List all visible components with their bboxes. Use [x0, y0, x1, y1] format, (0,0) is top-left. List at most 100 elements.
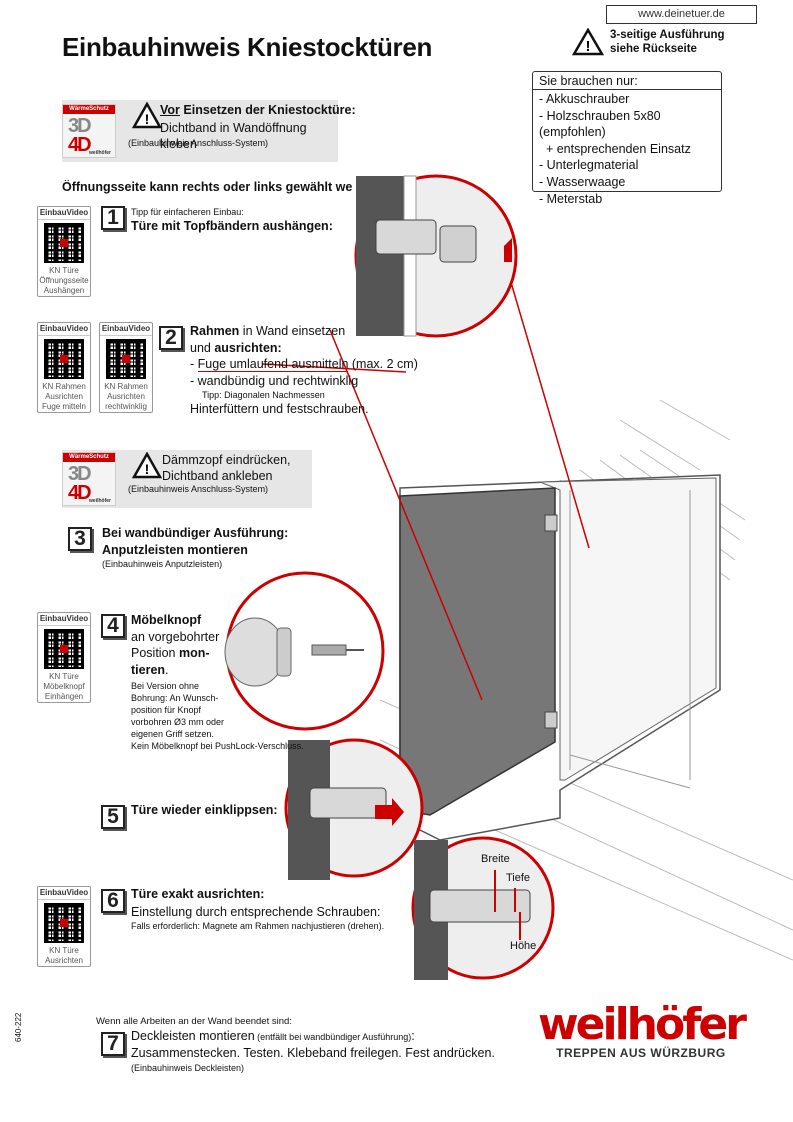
step4-dot: .	[165, 662, 169, 677]
step4-note-line: eigenen Griff setzen.	[131, 729, 214, 739]
qr-label: Öffnungsseite	[39, 276, 89, 285]
qr-label: Ausrichten	[45, 956, 83, 965]
step2-rahmen: Rahmen	[190, 324, 240, 338]
needs-item: - Meterstab	[539, 191, 603, 206]
website-url[interactable]: www.deinetuer.de	[606, 5, 757, 24]
pre-warning-note: (Einbauhinweis Anschluss-System)	[128, 138, 269, 148]
step7-colon: :	[411, 1029, 415, 1043]
qr-header: EinbauVideo	[38, 323, 90, 336]
qr-video-6[interactable]: EinbauVideo KN Türe Ausrichten	[37, 886, 91, 967]
warning-icon: !	[572, 28, 604, 56]
qr-header: EinbauVideo	[38, 207, 90, 220]
qr-label: Fuge mitteln	[41, 402, 87, 411]
label-breite: Breite	[481, 853, 510, 865]
step2-max: (max. 2 cm)	[348, 357, 418, 371]
step6-note: Falls erforderlich: Magnete am Rahmen na…	[131, 921, 385, 931]
needs-item: + entsprechenden Einsatz	[539, 141, 691, 156]
badge-3d: 3D	[68, 463, 92, 485]
needs-item: - Unterlegmaterial	[539, 158, 639, 173]
pre-warning-panel: WärmeSchutz 3D 4D weilhöfer ! Vor Einset…	[62, 100, 356, 162]
badge-4d: 4D	[68, 134, 92, 156]
step7-line2: Zusammenstecken. Testen. Klebeband freil…	[131, 1046, 495, 1060]
step-number-7: 7	[101, 1032, 125, 1056]
step7-line1: Deckleisten montieren (entfällt bei wand…	[131, 1028, 415, 1045]
qr-label: Einhängen	[44, 692, 84, 701]
qr-code-icon	[44, 903, 84, 943]
step2-line5: Hinterfüttern und festschrauben.	[190, 402, 369, 416]
qr-label: Aushängen	[43, 286, 85, 295]
weilhoefer-logo: weilhöfer TREPPEN AUS WÜRZBURG	[538, 999, 747, 1061]
step2-fuge: Fuge umlaufend ausmitteln	[197, 357, 349, 372]
three-sided-line1: 3-seitige Ausführung	[610, 29, 725, 41]
step4-note-line: Bohrung: An Wunsch-	[131, 693, 219, 703]
step4-line2: an vorgebohrter	[131, 629, 220, 644]
qr-label: KN Rahmen	[42, 382, 86, 391]
badge-4d: 4D	[68, 482, 92, 504]
needs-box: Sie brauchen nur: - Akkuschrauber - Holz…	[532, 71, 722, 206]
step4-note-line: position für Knopf	[131, 705, 202, 715]
qr-label: KN Rahmen	[104, 382, 148, 391]
logo-tagline: TREPPEN AUS WÜRZBURG	[556, 1046, 726, 1060]
label-hoehe: Höhe	[510, 940, 537, 952]
qr-label: KN Türe	[49, 672, 79, 681]
step4-note-line: Bei Version ohne	[131, 681, 200, 691]
qr-header: EinbauVideo	[38, 887, 90, 900]
qr-video-4[interactable]: EinbauVideo KN Türe Möbelknopf Einhängen	[37, 612, 91, 703]
qr-code-icon	[106, 339, 146, 379]
step-number-3: 3	[68, 527, 92, 551]
step2-tip: Tipp: Diagonalen Nachmessen	[202, 390, 325, 400]
step4-note: Bei Version ohne Bohrung: An Wunsch- pos…	[131, 680, 304, 752]
three-sided-line2: siehe Rückseite	[610, 43, 697, 55]
step7-deckleisten: Deckleisten montieren	[131, 1029, 255, 1043]
qr-label: rechtwinklig	[105, 402, 147, 411]
page-title: Einbauhinweis Kniestocktüren	[62, 32, 433, 62]
qr-code-icon	[44, 339, 84, 379]
step2-line1: in Wand einsetzen	[239, 324, 346, 338]
step-number-2: 2	[159, 326, 183, 350]
mid-warning-line1: Dämmzopf eindrücken,	[162, 453, 291, 467]
three-sided-note: ! 3-seitige Ausführung siehe Rückseite	[572, 28, 725, 56]
step4-position: Position	[131, 646, 179, 660]
qr-label: KN Türe	[49, 266, 79, 275]
qr-header: EinbauVideo	[38, 613, 90, 626]
document-code: 640-222	[14, 1012, 23, 1042]
needs-item: - Wasserwaage	[539, 174, 626, 189]
step6-line1: Türe exakt ausrichten:	[131, 887, 265, 901]
badge-brand: weilhöfer	[89, 498, 111, 504]
qr-video-1[interactable]: EinbauVideo KN Türe Öffnungsseite Aushän…	[37, 206, 91, 297]
qr-video-2a[interactable]: EinbauVideo KN Rahmen Ausrichten Fuge mi…	[37, 322, 91, 413]
mid-warning-note: (Einbauhinweis Anschluss-System)	[128, 484, 269, 494]
badge-top-label: WärmeSchutz	[63, 105, 115, 114]
badge-top-label: WärmeSchutz	[63, 453, 115, 462]
qr-video-2b[interactable]: EinbauVideo KN Rahmen Ausrichten rechtwi…	[99, 322, 153, 413]
qr-label: Ausrichten	[45, 392, 83, 401]
svg-text:!: !	[145, 111, 150, 127]
logo-name: weilhöfer	[538, 999, 747, 1050]
label-tiefe: Tiefe	[506, 872, 531, 884]
step-number-6: 6	[101, 889, 125, 913]
step2-dash: -	[190, 357, 198, 371]
step7-note: (Einbauhinweis Deckleisten)	[131, 1063, 245, 1073]
needs-header: Sie brauchen nur:	[533, 72, 721, 90]
footer-intro: Wenn alle Arbeiten an der Wand beendet s…	[96, 1016, 292, 1027]
qr-header: EinbauVideo	[100, 323, 152, 336]
step3-line2: Anputzleisten montieren	[102, 543, 248, 557]
step6-line2: Einstellung durch entsprechende Schraube…	[131, 905, 381, 919]
qr-label: Möbelknopf	[43, 682, 85, 691]
step2-line4: - wandbündig und rechtwinklig	[190, 373, 359, 388]
step4-tieren: tieren	[131, 662, 166, 677]
step4-mon: mon-	[178, 646, 210, 660]
qr-code-icon	[44, 223, 84, 263]
svg-text:!: !	[586, 38, 591, 55]
step3-line1: Bei wandbündiger Ausführung:	[102, 526, 289, 540]
step2-text: Rahmen in Wand einsetzen und ausrichten:…	[190, 323, 418, 418]
step4-line1: Möbelknopf	[131, 613, 202, 627]
qr-label: Ausrichten	[107, 392, 145, 401]
qr-code-icon	[44, 629, 84, 669]
step5-main: Türe wieder einklippsen:	[131, 803, 278, 817]
waermeschutz-badge: WärmeSchutz 3D 4D weilhöfer	[62, 104, 116, 158]
mid-warning-panel: WärmeSchutz 3D 4D weilhöfer ! Dämmzopf e…	[62, 450, 312, 508]
opening-side-heading: Öffnungsseite kann rechts oder links gew…	[62, 180, 352, 194]
pre-warning-line1: Einsetzen der Kniestocktüre:	[179, 103, 356, 117]
